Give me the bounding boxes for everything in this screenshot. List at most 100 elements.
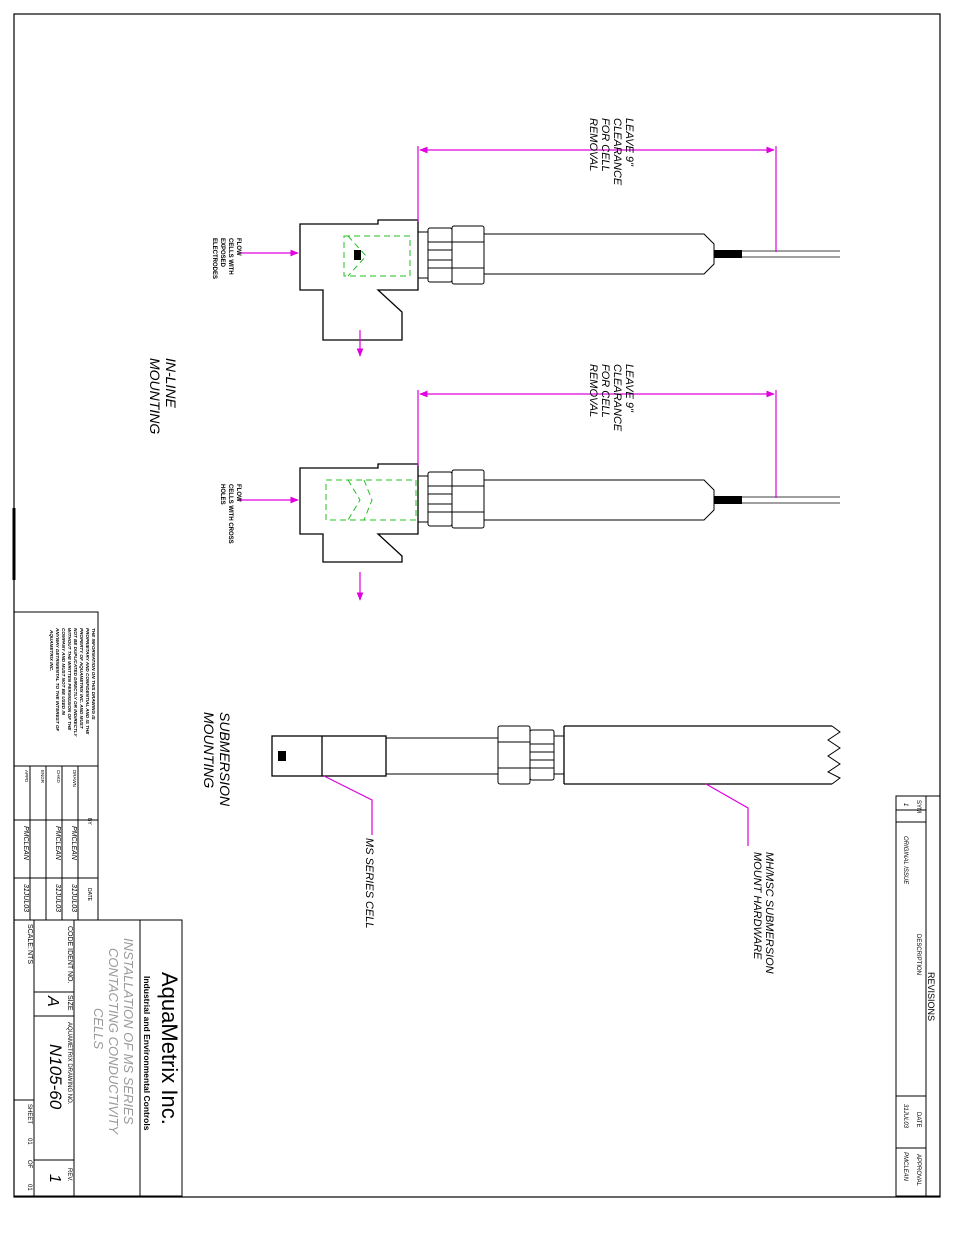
clearance-note-line: LEAVE 9" [623,118,635,167]
approvals-block: THE INFORMATION ON THIS DRAWING IS PROPR… [13,611,99,921]
inline-assembly-exposed: LEAVE 9" CLEARANCE FOR CELL REMOVAL FLOW… [211,118,840,357]
inline-mounting-title: MOUNTING [147,358,163,434]
size-label: SIZE [66,995,73,1011]
svg-text:MH/MSC SUBMERSION MOUNT: MH/MSC SUBMERSION MOUNT HARDWARE [751,852,775,977]
cable-2 [742,496,840,504]
clearance-note-line: REMOVAL [587,118,599,171]
svg-text:CELLS WITH CROSS HOLES: CELLS WITH CROSS HOLES [219,484,233,545]
drawing-title-line: CONTACTING CONDUCTIVITY [106,948,121,1135]
tee-fitting-1 [299,219,419,341]
rev-label: REV. [66,1168,72,1182]
ms-series-cell-label: MS SERIES CELL [363,838,375,928]
notice-line: AQUAMETRIX INC. [49,629,54,671]
rev-row-approval: PMCLEAN [902,1152,908,1182]
approval-by: PMCLEAN [54,826,61,861]
notice-line: ANYWAY DETRIMENTAL TO THE INTEREST OF [55,627,60,731]
electrode-block [354,250,361,260]
submersion-mounting-title: MOUNTING [201,712,217,788]
hardware-label-line: MH/MSC SUBMERSION [763,852,775,974]
submersion-mounting-title: SUBMERSION [217,712,233,807]
clearance-dimension-1 [417,146,777,252]
rev-header-approval: APPROVAL [915,1154,921,1187]
hardware-leader [705,783,749,846]
notice-line: PROPRIETARY AND CONFIDENTIAL AND IS THE [85,628,90,735]
flow-label: FLOW [235,238,241,256]
inline-mounting-title: IN-LINE [163,358,179,408]
rev-row-sym: 1 [902,803,908,806]
probe-body-2 [484,479,715,521]
revisions-block: SYM REVISIONS SYM DESCRIPTION DATE APPRO… [895,795,941,1197]
rev-row-description: ORIGINAL ISSUE [902,836,908,885]
ms-cell-electrode [278,751,286,761]
cells-exposed-label-line: EXPOSED [219,238,225,268]
sheet-label: SHEET [26,1104,32,1124]
svg-text:LEAVE 9" CLEARANCE: LEAVE 9" CLEARANCE FOR CELL REMOVAL [587,118,635,188]
of-label: OF [26,1160,32,1169]
ms-cell-leader [323,775,373,835]
compression-nut-1 [417,225,485,285]
mount-hardware-pipe [563,725,832,785]
approval-role: APPD [24,770,29,783]
svg-text:IN-LINE MOUNTING: IN-LINE MOUNTING [147,358,179,434]
cells-exposed-label-line: ELECTRODES [211,238,217,279]
svg-text:LEAVE 9" CLEARANCE: LEAVE 9" CLEARANCE FOR CELL REMOVAL [587,364,635,434]
approval-date: 31JUL03 [54,884,61,912]
cells-cross-label-line: HOLES [219,484,225,505]
approval-by: PMCLEAN [70,826,77,861]
rev-header-description: DESCRIPTION [915,934,921,975]
sheet-total: 01 [26,1184,32,1191]
company-name: AquaMetrix Inc. [157,972,182,1125]
cable-1 [742,250,840,258]
compression-nut-2 [417,469,485,529]
clearance-note-line: CLEARANCE [611,118,623,186]
hardware-label-line: MOUNT HARDWARE [751,852,763,960]
size-value: A [44,995,61,1007]
rev-row-date: 31JUL03 [902,1104,908,1129]
strain-relief-1 [714,250,742,258]
drawing-number: N105-60 [46,1044,65,1110]
clearance-dimension-2 [417,390,777,498]
notice-line: COMPANY AND MUST NOT BE USED IN [61,628,66,716]
title-block: AquaMetrix Inc. Industrial and Environme… [13,919,183,1197]
rev-value: 1 [46,1174,63,1183]
approval-role: CHKD [56,770,61,784]
inline-assembly-cross-holes: LEAVE 9" CLEARANCE FOR CELL REMOVAL FLOW… [219,364,840,601]
notice-line: THE INFORMATION ON THIS DRAWING IS [91,628,96,720]
flow-label: FLOW [235,484,241,502]
pipe-break [827,725,841,785]
compression-nut-3 [497,725,565,785]
svg-text:CELLS WITH EXPOSED: CELLS WITH EXPOSED ELECTRODES [211,238,233,279]
cells-exposed-label-line: CELLS WITH [227,238,233,275]
svg-text:SUBMERSION MOUNTING: SUBMERSION MOUNTING [201,712,233,810]
approvals-by-header: BY [86,818,92,825]
scale-label: SCALE: [26,924,33,949]
cells-cross-label-line: CELLS WITH CROSS [227,484,233,544]
ms-cell-tip [271,735,387,777]
strain-relief-2 [714,496,742,504]
svg-text:INSTALLATION OF MS SERIES: INSTALLATION OF MS SERIES CONTACTING CON… [91,938,136,1137]
drawing-title-line: INSTALLATION OF MS SERIES [121,938,136,1125]
approval-date: 31JUL03 [70,884,77,912]
cell-stem [385,737,499,775]
approvals-date-header: DATE [86,888,92,902]
probe-body-1 [484,233,715,275]
rev-header-date: DATE [915,1112,921,1128]
clearance-note-line: REMOVAL [587,364,599,417]
submersion-assembly: MS SERIES CELL MH/MSC SUBMERSION MOUNT H… [271,725,841,977]
clearance-note-line: CLEARANCE [611,364,623,432]
clearance-note-line: LEAVE 9" [623,364,635,413]
approval-by: PMCLEAN [22,826,29,861]
revisions-title: REVISIONS [926,972,936,1021]
notice-line: NOT BE DUPLICATED DIRECTLY OR INDIRECTLY [73,628,78,737]
notice-line: PROPERTY OF AQUAMETRIX INC. AND MUST [79,628,84,730]
drawing-title-line: CELLS [91,1008,106,1050]
notice-line: WITHOUT THE WRITTEN PERMISSION OF THE [67,628,72,731]
code-ident-label: CODE IDENT NO. [66,926,73,983]
approval-role: DRAWN [72,770,77,787]
rev-header-sym: SYM [915,800,921,813]
approval-role: ENGR [40,770,45,784]
company-tagline: Industrial and Environmental Controls [142,976,152,1131]
approval-date: 31JUL03 [22,884,29,912]
clearance-note-line: FOR CELL [599,118,611,172]
